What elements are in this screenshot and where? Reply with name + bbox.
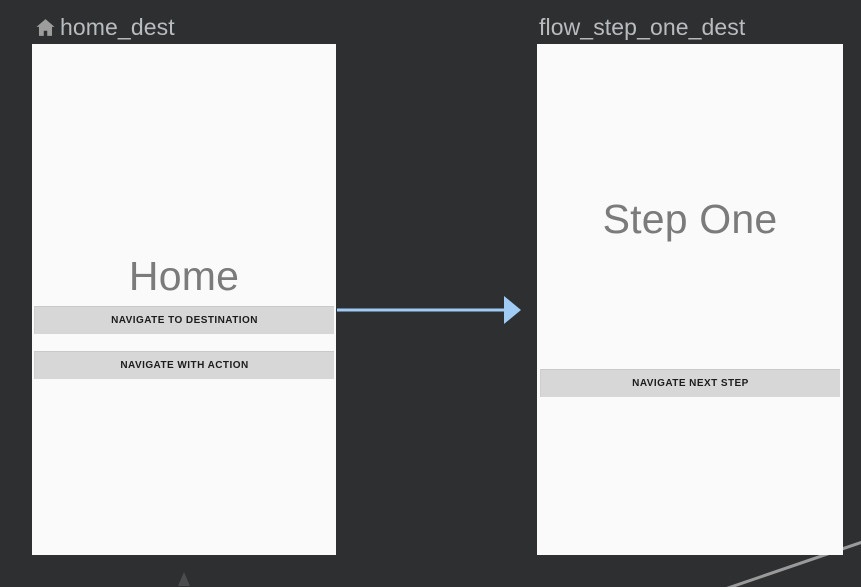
destination-preview-card-home[interactable]: Home NAVIGATE TO DESTINATION NAVIGATE WI… — [32, 44, 336, 555]
navigate-next-step-button[interactable]: NAVIGATE NEXT STEP — [540, 369, 840, 397]
destination-header-home-dest: home_dest — [32, 10, 336, 44]
navigate-with-action-button[interactable]: NAVIGATE WITH ACTION — [34, 351, 334, 379]
action-home-to-step-one[interactable] — [337, 296, 521, 324]
destination-home-dest[interactable]: home_dest Home NAVIGATE TO DESTINATION N… — [32, 10, 336, 555]
destination-header-flow-step-one-dest: flow_step_one_dest — [537, 10, 843, 44]
destination-title: flow_step_one_dest — [539, 13, 746, 40]
connector-offscreen-bottom-left[interactable] — [178, 572, 190, 586]
destination-title: home_dest — [60, 13, 175, 40]
screen-label-step-one: Step One — [602, 196, 778, 242]
destination-flow-step-one-dest[interactable]: flow_step_one_dest Step One NAVIGATE NEX… — [537, 10, 843, 555]
action-arrow-head — [504, 296, 521, 324]
navigate-to-destination-button[interactable]: NAVIGATE TO DESTINATION — [34, 306, 334, 334]
destination-preview-card-step-one[interactable]: Step One NAVIGATE NEXT STEP — [537, 44, 843, 555]
home-icon — [36, 18, 55, 36]
screen-label-home: Home — [128, 253, 240, 299]
